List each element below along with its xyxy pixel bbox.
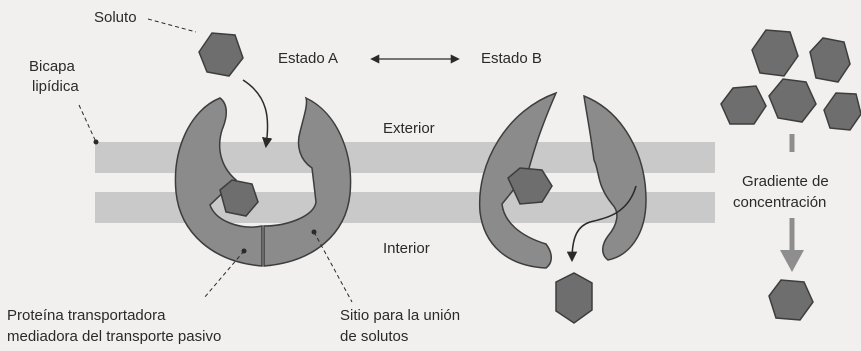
gradient-label-line2: concentración (733, 194, 827, 211)
solute-release-arrow (566, 185, 637, 263)
solute-cluster (720, 29, 861, 131)
interior-label: Interior (383, 240, 430, 257)
carrier-protein-label-line2: mediadora del transporte pasivo (7, 328, 222, 345)
carrier-leader-dot (241, 248, 247, 254)
exterior-label: Exterior (383, 120, 435, 137)
bilayer-leader-line (78, 104, 97, 143)
carrier-protein-state-b (478, 91, 647, 269)
state-a-label: Estado A (278, 50, 339, 67)
protein-a-right-subunit (263, 96, 352, 267)
state-b-label: Estado B (481, 50, 542, 67)
interior-solute (768, 279, 814, 321)
solute-bound-state-b (507, 167, 553, 205)
carrier-protein-label-line1: Proteína transportadora (7, 307, 166, 324)
cluster-solute-4 (768, 78, 817, 123)
cluster-solute-2 (809, 37, 851, 83)
binding-leader-dot (311, 229, 317, 235)
binding-leader-line (313, 231, 353, 303)
incoming-solute (198, 32, 244, 77)
bilayer-label-line2: lipídica (32, 78, 79, 95)
released-solute (555, 272, 593, 324)
solute-label: Soluto (94, 9, 137, 26)
gradient-label-line1: Gradiente de (742, 173, 829, 190)
carrier-leader-line (203, 250, 245, 299)
cluster-solute-5 (823, 92, 861, 131)
protein-b-right-subunit (583, 94, 647, 261)
cluster-solute-3 (720, 85, 767, 125)
protein-a-left-subunit (174, 97, 263, 267)
gradient-arrow (780, 134, 804, 272)
solute-entry-arrow (242, 79, 273, 149)
solute-bound-state-a (219, 179, 259, 217)
binding-site-label-line2: de solutos (340, 328, 409, 345)
solute-leader-line (147, 18, 197, 33)
cluster-solute-1 (751, 29, 799, 77)
binding-site-label-line1: Sitio para la unión (340, 307, 461, 324)
bilayer-label-line1: Bicapa (29, 58, 75, 75)
bilayer-leader-dot (93, 139, 99, 145)
carrier-protein-state-a (174, 96, 352, 267)
